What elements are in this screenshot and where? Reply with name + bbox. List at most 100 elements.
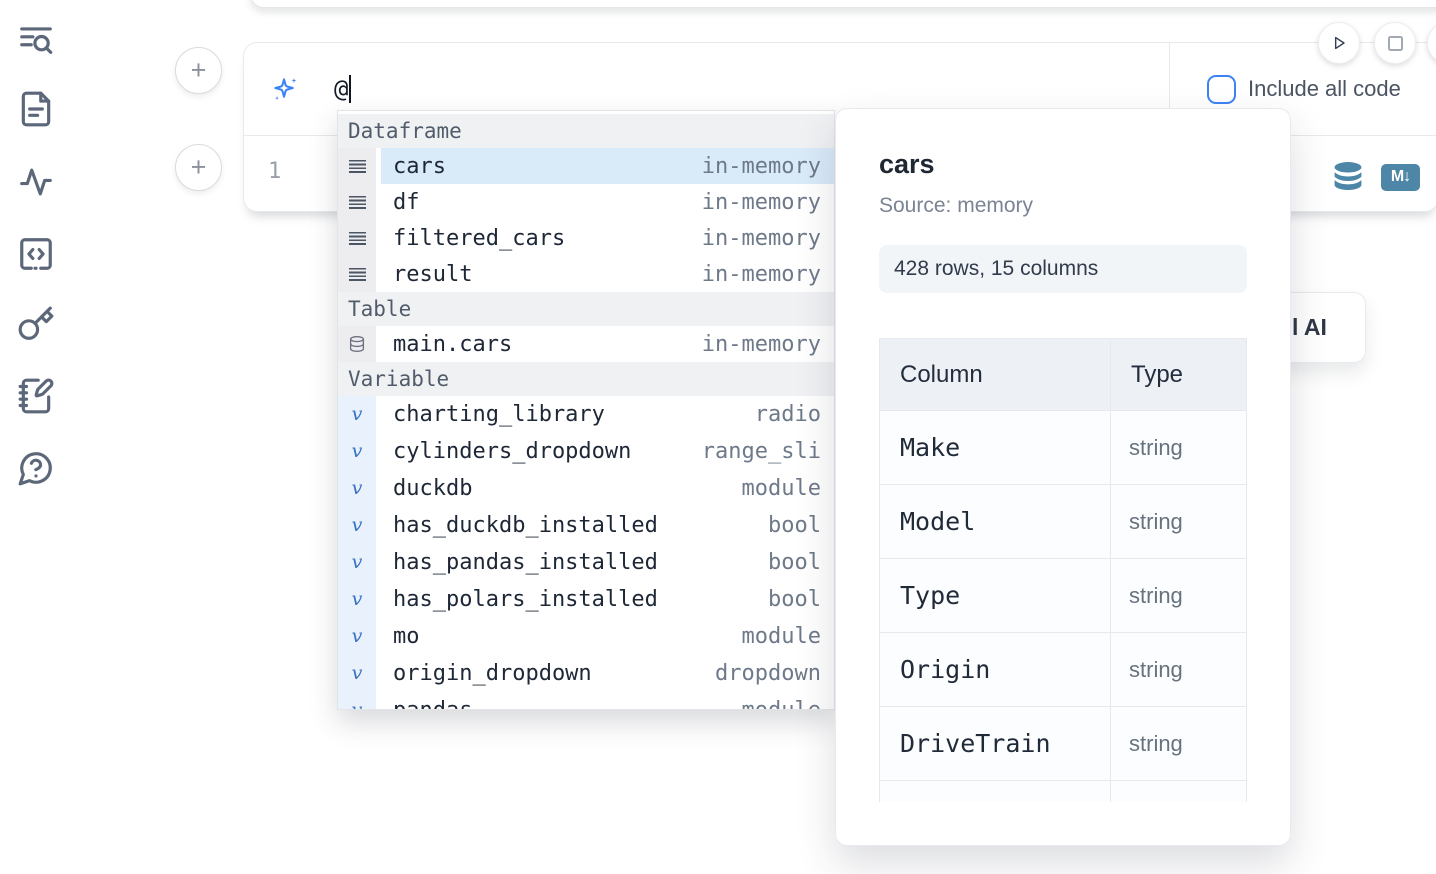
variable-icon: v <box>351 551 363 573</box>
autocomplete-item-name: result <box>393 261 473 287</box>
autocomplete-item[interactable]: main.cars in-memory <box>338 326 834 362</box>
autocomplete-item[interactable]: vpandasmodule <box>338 692 834 710</box>
dataframe-rows-icon <box>348 195 366 209</box>
file-explorer-search-icon[interactable] <box>17 21 55 59</box>
help-icon[interactable] <box>17 449 55 487</box>
autocomplete-item-type: module <box>741 476 821 501</box>
preview-column-name: Origin <box>879 632 1111 707</box>
gutter-gap <box>376 220 381 256</box>
documentation-file-icon[interactable] <box>17 90 55 128</box>
autocomplete-item-gutter <box>338 220 376 256</box>
variable-icon: v <box>351 403 363 425</box>
scratchpad-notebook-icon[interactable] <box>17 377 55 415</box>
autocomplete-item-content: main.cars in-memory <box>381 326 834 362</box>
autocomplete-item-type: radio <box>754 402 821 427</box>
autocomplete-item-type: bool <box>768 513 821 538</box>
ai-sparkles-icon <box>274 77 297 100</box>
autocomplete-item-gutter: v <box>338 433 376 470</box>
preview-column-name: Make <box>879 410 1111 485</box>
autocomplete-item-name: mo <box>393 624 420 649</box>
dataframe-rows-icon <box>348 267 366 281</box>
preview-column-type: string <box>1110 706 1247 781</box>
markdown-icon[interactable]: M↓ <box>1381 164 1420 191</box>
add-cell-below-button[interactable]: + <box>175 144 222 191</box>
text-cursor <box>349 75 352 103</box>
plus-icon: + <box>190 152 207 182</box>
snippets-code-icon[interactable] <box>17 235 55 273</box>
autocomplete-item-type: in-memory <box>701 153 821 179</box>
autocomplete-item-content: has_duckdb_installed bool <box>381 507 834 544</box>
generate-with-ai-label: l AI <box>1292 314 1327 340</box>
ai-prompt-input[interactable]: @ <box>244 43 1169 135</box>
gutter-gap <box>376 655 381 692</box>
preview-column-type: string <box>1110 558 1247 633</box>
preview-column-type: string <box>1110 410 1247 485</box>
dataframe-output-icon[interactable] <box>1330 160 1366 195</box>
autocomplete-item[interactable]: result in-memory <box>338 256 834 292</box>
include-all-code-checkbox[interactable] <box>1207 74 1236 104</box>
autocomplete-item[interactable]: v has_polars_installed bool <box>338 581 834 618</box>
autocomplete-item-type: module <box>742 698 834 709</box>
dataframe-rows-icon <box>348 159 366 173</box>
autocomplete-item[interactable]: cars in-memory <box>338 148 834 184</box>
autocomplete-item-type: bool <box>768 587 821 612</box>
autocomplete-item[interactable]: v charting_library radio <box>338 396 834 433</box>
autocomplete-item-name: has_polars_installed <box>393 587 658 612</box>
autocomplete-item-content: result in-memory <box>381 256 834 292</box>
autocomplete-item-gutter: v <box>338 655 376 692</box>
autocomplete-item-type: dropdown <box>715 661 821 686</box>
autocomplete-item-gutter: v <box>338 581 376 618</box>
autocomplete-item-name: cars <box>393 153 446 179</box>
cell-actions: M↓ <box>1330 160 1420 195</box>
autocomplete-item-name: has_duckdb_installed <box>393 513 658 538</box>
stop-button[interactable] <box>1374 22 1416 64</box>
preview-column-type <box>1110 780 1247 802</box>
autocomplete-item-type: in-memory <box>701 331 821 357</box>
plus-icon: + <box>190 55 207 85</box>
variable-icon: v <box>351 699 363 710</box>
add-cell-above-button[interactable]: + <box>175 47 222 94</box>
gutter-gap <box>376 184 381 220</box>
gutter-gap <box>376 396 381 433</box>
autocomplete-item-name: charting_library <box>393 402 605 427</box>
autocomplete-item-gutter <box>338 184 376 220</box>
preview-table-header-type: Type <box>1110 338 1247 411</box>
autocomplete-item-gutter: v <box>338 618 376 655</box>
preview-shape-badge: 428 rows, 15 columns <box>879 245 1247 293</box>
autocomplete-item-name: filtered_cars <box>393 225 566 251</box>
autocomplete-item-name: main.cars <box>393 331 513 357</box>
sidebar <box>0 0 72 874</box>
activity-icon[interactable] <box>17 163 55 201</box>
autocomplete-item-gutter: v <box>338 396 376 433</box>
autocomplete-item-type: bool <box>768 550 821 575</box>
preview-title: cars <box>879 149 935 179</box>
autocomplete-item-name: df <box>393 189 420 215</box>
code-editor-row[interactable]: 1 M↓ <box>244 136 1436 212</box>
stop-icon <box>1387 35 1403 51</box>
run-cell-button[interactable] <box>1318 22 1360 64</box>
autocomplete-item-type: in-memory <box>701 261 821 287</box>
autocomplete-item-name: cylinders_dropdown <box>393 439 632 464</box>
key-secrets-icon[interactable] <box>17 305 55 343</box>
play-icon <box>1334 36 1345 50</box>
autocomplete-item-content: cars in-memory <box>381 148 834 184</box>
gutter-gap <box>376 256 381 292</box>
autocomplete-item-gutter <box>338 326 376 362</box>
